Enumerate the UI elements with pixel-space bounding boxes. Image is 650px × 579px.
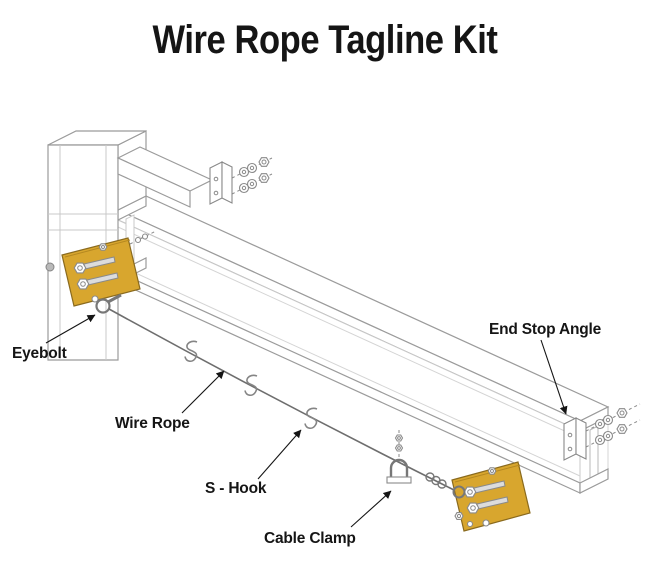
- washer: [602, 430, 614, 442]
- hex-nut: [616, 424, 628, 434]
- label-cable-clamp: Cable Clamp: [264, 530, 356, 547]
- wire-rope-line: [108, 308, 449, 488]
- label-s-hook: S - Hook: [205, 480, 267, 497]
- coil-fitting: [437, 479, 447, 489]
- bolt-head: [76, 278, 90, 290]
- beam-right-end-web: [589, 425, 599, 483]
- bolt-head: [466, 502, 480, 514]
- end-stop-angle-right: [563, 417, 587, 461]
- angle-plate-face: [209, 161, 223, 205]
- cable-clamp-assembly: [386, 430, 412, 484]
- right-eye-ring: [452, 485, 466, 499]
- beam-right-end-bottom-flange: [579, 468, 609, 494]
- hex-nut: [258, 157, 270, 167]
- bracket-highlight: [454, 464, 521, 483]
- end-stop-angle-top: [209, 161, 233, 205]
- u-bolt: [389, 458, 409, 481]
- bolt-axis-1: [585, 403, 641, 432]
- angle-hole-1: [567, 432, 573, 438]
- angle-hole-2: [567, 446, 573, 452]
- loose-washer: [466, 520, 474, 528]
- i-beam: [116, 195, 610, 494]
- bracket-highlight: [64, 239, 131, 258]
- clamp-saddle: [386, 476, 412, 484]
- leader-wire-rope: [181, 370, 225, 414]
- angle-plate-flange: [221, 161, 233, 204]
- page-title: Wire Rope Tagline Kit: [153, 18, 498, 62]
- bolt-axis-2: [585, 419, 641, 448]
- bolt-head: [463, 486, 477, 498]
- angle-plate-flange: [575, 417, 587, 460]
- leader-eyebolt: [45, 314, 96, 344]
- beam-recess-line-top: [117, 226, 581, 439]
- s-hook-2: [244, 374, 258, 397]
- right-tagline-bracket: [451, 461, 531, 532]
- callout-labels: Eyebolt Wire Rope S - Hook Cable Clamp E…: [12, 321, 602, 547]
- angle-hole-1: [213, 176, 219, 182]
- small-washer: [482, 519, 490, 527]
- clamp-nut: [395, 434, 403, 442]
- shelf-front-face: [117, 157, 191, 208]
- leader-s-hook: [257, 429, 302, 480]
- leader-end-stop-angle: [540, 339, 568, 415]
- left-tagline-bracket: [61, 230, 157, 307]
- tiny-washer: [141, 233, 149, 240]
- washer: [246, 178, 258, 190]
- wire-rope-assembly: [95, 293, 466, 499]
- label-wire-rope: Wire Rope: [115, 415, 190, 432]
- small-hex-bolt: [98, 243, 108, 251]
- leader-lines: [45, 314, 568, 528]
- angle-hole-2: [213, 190, 219, 196]
- label-end-stop-angle: End Stop Angle: [489, 321, 602, 338]
- column-side-bolt: [45, 262, 55, 272]
- small-hex-bolt: [487, 467, 497, 475]
- eyebolt-shaft: [107, 293, 122, 304]
- small-washer: [91, 295, 99, 303]
- washer: [246, 162, 258, 174]
- hex-nut: [616, 408, 628, 418]
- beam-recess-line-bottom: [117, 264, 581, 477]
- clamp-nut: [395, 444, 403, 452]
- leader-cable-clamp: [350, 490, 392, 528]
- hardware-set-top: [231, 157, 273, 195]
- loose-nut: [454, 512, 464, 520]
- washer: [602, 414, 614, 426]
- s-hook-3: [304, 407, 318, 430]
- angle-plate-face: [563, 417, 577, 461]
- hex-nut: [258, 173, 270, 183]
- label-eyebolt: Eyebolt: [12, 345, 67, 362]
- eyebolt-ring: [95, 298, 111, 314]
- hardware-set-right: [585, 403, 641, 448]
- bolt-head: [73, 262, 87, 274]
- tiny-washer: [134, 236, 142, 244]
